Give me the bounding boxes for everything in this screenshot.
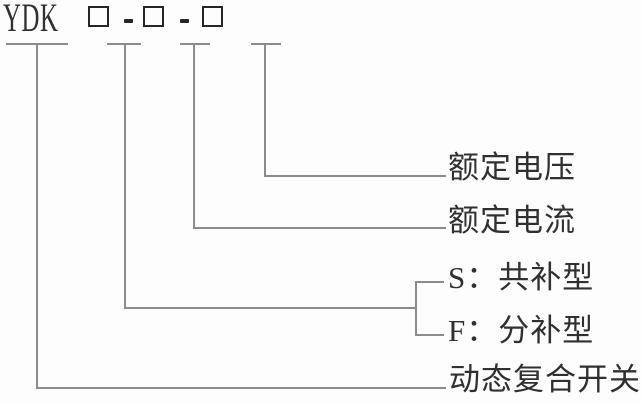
model-prefix: YDK	[3, 0, 59, 40]
leader-prefix-horizontal	[36, 387, 446, 389]
leader-current-horizontal	[193, 227, 446, 229]
bracket-vertical	[415, 281, 417, 336]
label-product-name: 动态复合开关	[449, 362, 641, 397]
placeholder-box-voltage	[202, 6, 223, 27]
bracket-top-branch	[415, 281, 444, 283]
label-rated-current: 额定电流	[448, 203, 576, 238]
tbar-current-line	[180, 43, 210, 45]
bracket-bottom-branch	[415, 334, 444, 336]
label-rated-voltage: 额定电压	[448, 150, 576, 185]
placeholder-box-type	[88, 6, 109, 27]
leader-voltage-horizontal	[264, 175, 446, 177]
leader-type-horizontal	[124, 307, 417, 309]
label-type-f: F：分补型	[448, 313, 595, 348]
separator-dash-2	[180, 19, 189, 23]
tbar-voltage-line	[251, 43, 281, 45]
leader-type-vertical	[124, 43, 126, 309]
separator-dash-1	[124, 19, 133, 23]
label-type-s: S：共补型	[448, 260, 595, 295]
placeholder-box-current	[143, 6, 164, 27]
leader-prefix-vertical	[36, 43, 38, 389]
leader-voltage-vertical	[264, 43, 266, 177]
leader-current-vertical	[193, 43, 195, 229]
